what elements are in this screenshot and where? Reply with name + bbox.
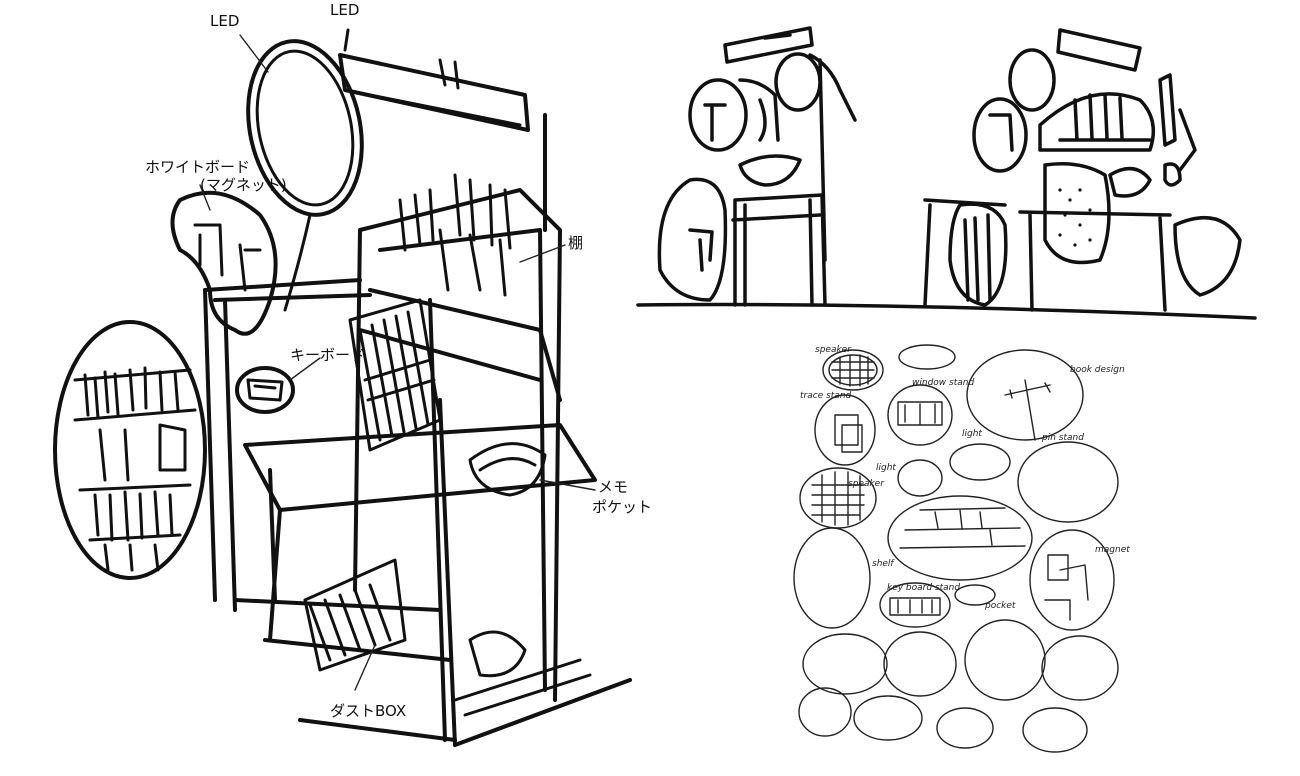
plan-label-light2: light bbox=[876, 463, 896, 473]
plan-label-trace-stand: trace stand bbox=[800, 391, 852, 401]
window-stand-blob bbox=[887, 384, 953, 446]
label-dust-box: ダストBOX bbox=[330, 702, 406, 720]
led-bar bbox=[338, 53, 530, 132]
label-whiteboard: ホワイトボード bbox=[145, 158, 250, 176]
label-led-left: LED bbox=[210, 12, 239, 30]
plan-label-window-stand: window stand bbox=[912, 378, 974, 388]
label-whiteboard-note: (マグネット) bbox=[200, 176, 287, 194]
plan-label-book-design: book design bbox=[1070, 365, 1125, 375]
keyboard-stand-blob bbox=[879, 582, 951, 628]
label-pocket: ポケット bbox=[592, 498, 652, 516]
plan-label-pin-stand: pin stand bbox=[1041, 433, 1084, 443]
label-memo: メモ bbox=[598, 478, 628, 496]
speaker-blob-top bbox=[822, 349, 884, 391]
elevation-sketches bbox=[636, 26, 1257, 320]
plan-label-shelf: shelf bbox=[872, 559, 895, 569]
plan-label-speaker-mid: speaker bbox=[848, 479, 885, 489]
speaker-blob-mid bbox=[799, 467, 877, 529]
plan-label-light: light bbox=[962, 429, 982, 439]
plan-label-speaker-top: speaker bbox=[815, 345, 852, 355]
main-desk-sketch bbox=[53, 28, 632, 747]
pin-stand-blob bbox=[1017, 441, 1119, 523]
magnet-blob bbox=[1029, 529, 1115, 631]
bookshelf-bubble bbox=[53, 320, 207, 580]
pin-stand-dots bbox=[1058, 188, 1092, 247]
keyboard-bubble bbox=[235, 366, 295, 414]
plan-label-keyboard-stand: key board stand bbox=[887, 583, 960, 593]
plan-label-magnet: magnet bbox=[1095, 545, 1130, 555]
label-led-right: LED bbox=[330, 1, 359, 19]
whiteboard-bubble bbox=[170, 190, 278, 336]
book-design-blob bbox=[966, 349, 1084, 441]
label-shelf: 棚 bbox=[568, 234, 583, 252]
shelf-blob bbox=[887, 495, 1033, 581]
label-keyboard: キーボード bbox=[290, 346, 365, 364]
trace-stand-blob bbox=[814, 394, 876, 466]
plan-sketch bbox=[793, 344, 1119, 753]
plan-label-pocket: pocket bbox=[984, 601, 1016, 611]
led-oval-panel bbox=[246, 39, 364, 217]
